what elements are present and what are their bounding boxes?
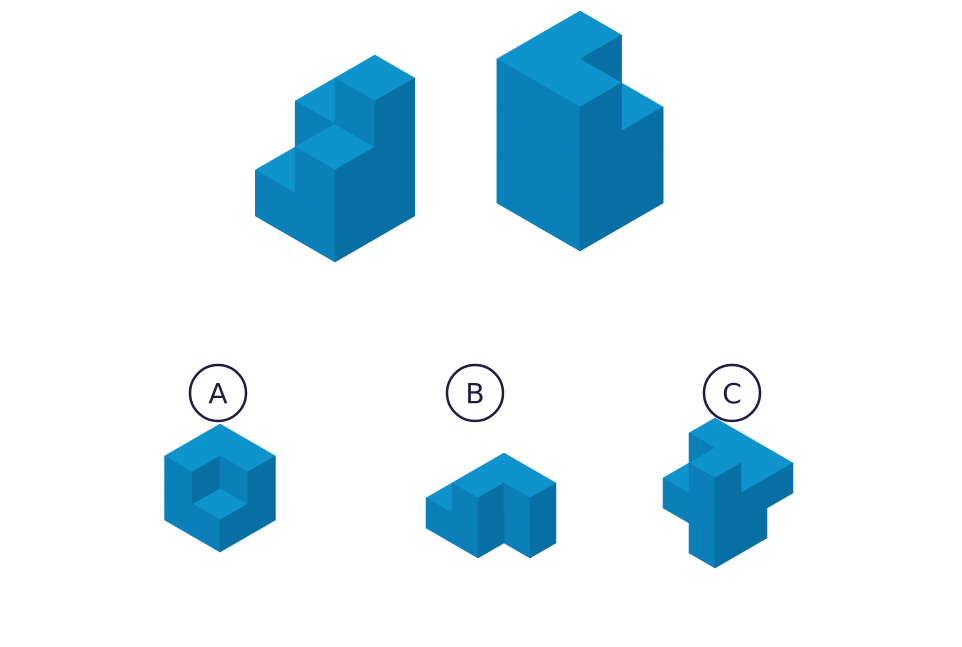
- option-a-label[interactable]: A: [188, 363, 248, 423]
- option-c-ring: [702, 363, 762, 423]
- cube-right-face: [579, 82, 622, 156]
- given-figure-2: [496, 10, 664, 252]
- option-c-label[interactable]: C: [702, 363, 762, 423]
- option-b-letter: B: [465, 377, 484, 410]
- option-a-letter: A: [208, 377, 227, 410]
- cube-right-face: [374, 77, 415, 148]
- option-a-ring: [188, 363, 248, 423]
- option-c-figure[interactable]: [662, 417, 794, 569]
- option-b-label[interactable]: B: [445, 363, 505, 423]
- option-c-letter: C: [722, 377, 742, 410]
- given-figure-1: [255, 54, 415, 263]
- cube-right-face: [529, 482, 557, 529]
- option-b-figure[interactable]: [425, 452, 557, 559]
- cube-right-face: [247, 455, 276, 505]
- option-b-ring: [445, 363, 505, 423]
- cube-right-face: [714, 462, 742, 509]
- option-a-figure[interactable]: [164, 423, 276, 553]
- cube-right-face: [219, 503, 249, 553]
- cube-right-face: [334, 146, 376, 217]
